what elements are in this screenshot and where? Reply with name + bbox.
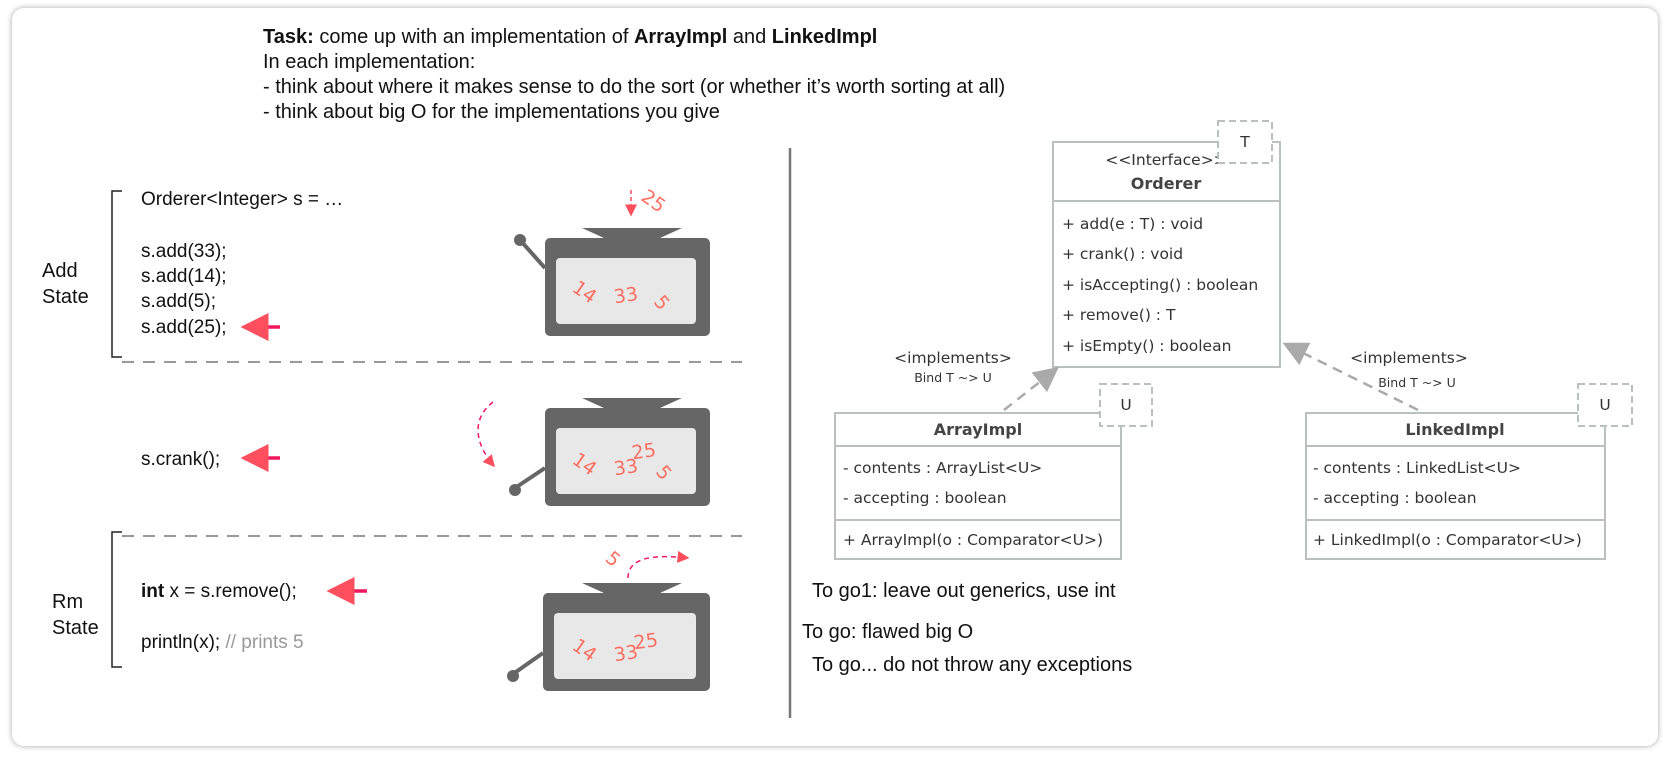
task-description: Task: come up with an implementation of … <box>263 26 1005 123</box>
machine-window <box>556 258 696 324</box>
task-class-a: ArrayImpl <box>634 26 727 48</box>
rm-state-label-1: Rm <box>52 591 83 613</box>
add-state-label-2: State <box>42 286 89 308</box>
crank-handle <box>511 651 545 676</box>
implements-label-array: <implements> <box>894 349 1012 367</box>
type-param-box <box>1099 383 1153 427</box>
svg-text:Task: come up with an implemen: Task: come up with an implementation of … <box>263 26 877 48</box>
implements-arrow-array <box>1003 366 1059 411</box>
field-accepting: - accepting : boolean <box>843 489 1007 507</box>
task-line-4: - think about big O for the implementati… <box>263 101 720 123</box>
class-name: ArrayImpl <box>934 420 1022 439</box>
faint-note: To go: flawed big O <box>802 621 973 643</box>
bind-label-linked: Bind T ~> U <box>1378 375 1456 390</box>
slide-card <box>12 8 1658 746</box>
uml-class-array-impl: ArrayImpl U - contents : ArrayList<U> - … <box>834 383 1153 560</box>
constructor: + LinkedImpl(o : Comparator<U>) <box>1313 531 1582 549</box>
field-contents: - contents : LinkedList<U> <box>1313 459 1521 477</box>
method-is-empty: + isEmpty() : boolean <box>1062 337 1231 355</box>
content-value: 33 <box>612 455 639 480</box>
bind-label-array: Bind T ~> U <box>914 370 992 385</box>
code-add-5: s.add(5); <box>141 291 216 312</box>
orderer-machine-remove: 5 14 33 25 <box>507 547 710 691</box>
class-box <box>1305 412 1606 560</box>
code-println: println(x); // prints 5 <box>141 632 304 653</box>
method-is-accepting: + isAccepting() : boolean <box>1062 276 1258 294</box>
crank-handle <box>513 466 547 490</box>
uml-class-linked-impl: LinkedImpl U - contents : LinkedList<U> … <box>1305 383 1633 560</box>
interface-name: Orderer <box>1131 174 1202 193</box>
outgoing-value: 5 <box>601 547 624 572</box>
code-int-keyword: int <box>141 581 165 602</box>
method-crank: + crank() : void <box>1062 245 1183 263</box>
uml-interface-orderer: <<Interface>> Orderer T + add(e : T) : v… <box>1052 120 1281 368</box>
method-remove: + remove() : T <box>1062 306 1176 324</box>
code-crank: s.crank(); <box>141 449 220 470</box>
class-name: LinkedImpl <box>1405 420 1504 439</box>
implements-label-linked: <implements> <box>1350 349 1468 367</box>
type-param-box <box>1217 120 1273 164</box>
code-add-25: s.add(25); <box>141 317 227 338</box>
type-param-u: U <box>1120 396 1131 414</box>
crank-knob <box>514 234 526 246</box>
crank-handle <box>518 238 547 270</box>
task-class-b: LinkedImpl <box>772 26 878 48</box>
task-line-2: In each implementation: <box>263 51 475 73</box>
field-accepting: - accepting : boolean <box>1313 489 1477 507</box>
code-add-33: s.add(33); <box>141 241 227 262</box>
content-value: 33 <box>612 283 639 308</box>
code-remove-rest: x = s.remove(); <box>164 581 297 602</box>
crank-knob <box>509 484 521 496</box>
field-contents: - contents : ArrayList<U> <box>843 459 1042 477</box>
code-comment: // prints 5 <box>220 632 303 653</box>
orderer-machine-add: 25 14 33 5 <box>514 185 710 336</box>
faint-note: To go1: leave out generics, use int <box>812 580 1116 602</box>
code-remove: int x = s.remove(); <box>141 581 297 602</box>
outgoing-arrow <box>627 550 690 579</box>
task-line-3: - think about where it makes sense to do… <box>263 76 1005 98</box>
interface-stereotype: <<Interface>> <box>1105 151 1226 169</box>
content-value: 33 <box>612 641 639 666</box>
rm-state-bracket <box>111 531 122 668</box>
constructor: + ArrayImpl(o : Comparator<U>) <box>843 531 1103 549</box>
implements-arrow-linked <box>1282 342 1419 412</box>
hopper <box>582 583 682 593</box>
hopper <box>582 398 682 408</box>
content-value: 25 <box>630 439 657 464</box>
task-text: come up with an implementation of <box>314 26 634 48</box>
method-add: + add(e : T) : void <box>1062 215 1203 233</box>
interface-box <box>1052 141 1281 368</box>
class-box <box>834 412 1122 560</box>
task-label: Task: <box>263 26 314 48</box>
crank-rotation-arrow <box>477 401 495 468</box>
machine-window <box>556 428 696 494</box>
type-param-t: T <box>1239 133 1250 151</box>
faint-note: To go... do not throw any exceptions <box>812 654 1132 676</box>
machine-window <box>554 613 696 679</box>
orderer-machine-crank: 14 33 25 5 <box>477 398 710 506</box>
incoming-value: 25 <box>637 185 669 217</box>
code-add-14: s.add(14); <box>141 266 227 287</box>
hopper <box>582 228 682 238</box>
content-value: 25 <box>632 629 659 654</box>
add-state-label-1: Add <box>42 260 78 282</box>
type-param-box <box>1577 383 1633 427</box>
add-state-bracket <box>111 190 122 358</box>
type-param-u: U <box>1599 396 1610 414</box>
code-declaration: Orderer<Integer> s = … <box>141 189 343 210</box>
code-println-call: println(x); <box>141 632 220 653</box>
crank-knob <box>507 670 519 682</box>
task-and: and <box>727 26 771 48</box>
rm-state-label-2: State <box>52 617 99 639</box>
